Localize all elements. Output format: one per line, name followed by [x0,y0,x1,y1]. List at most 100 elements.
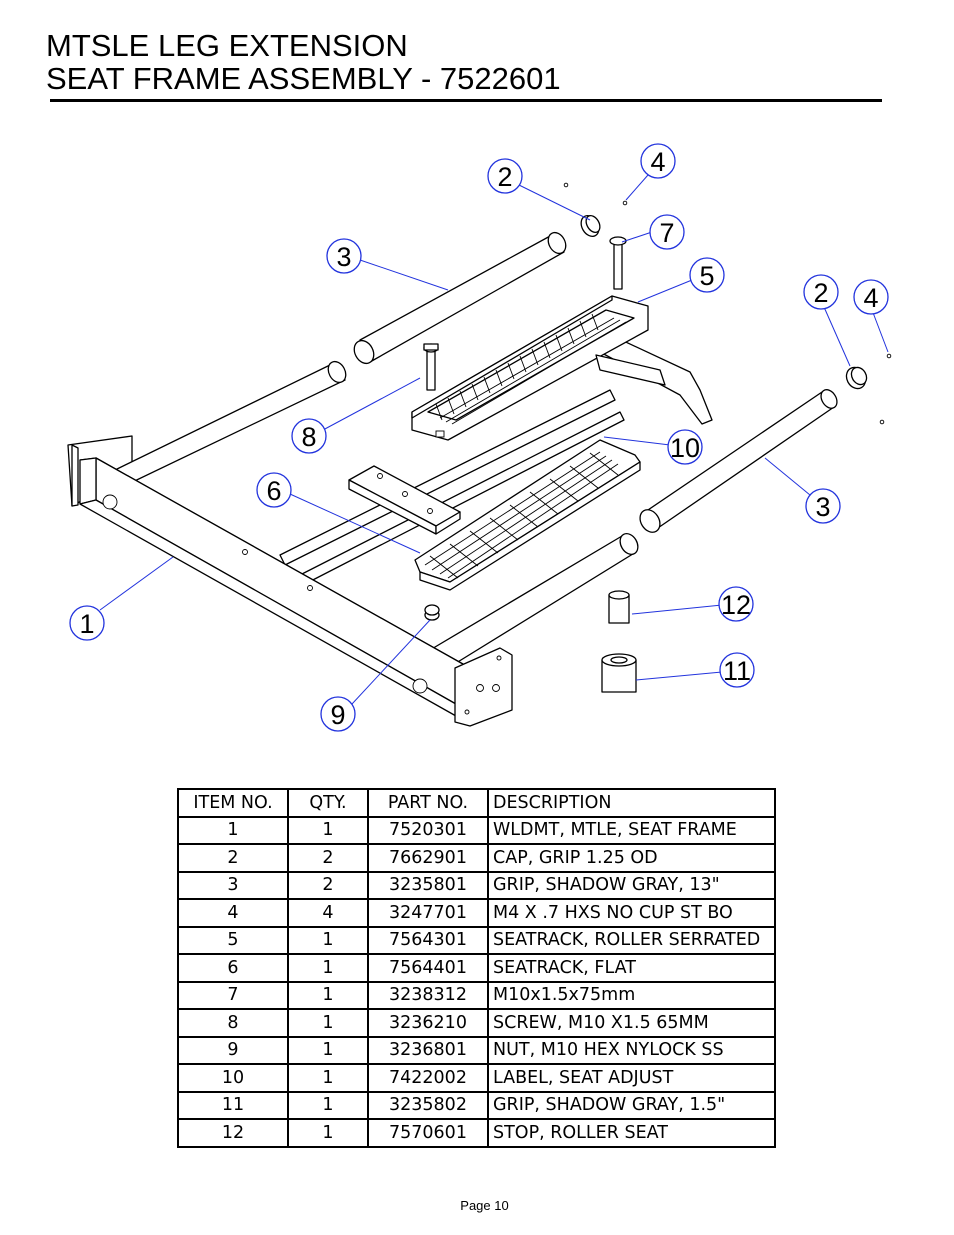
item-no: 5 [177,925,289,955]
part-no: 7570601 [367,1118,489,1148]
qty: 1 [287,1035,369,1065]
callout-4-right: 4 [853,279,889,315]
right-end-plate [454,647,513,727]
item-no: 3 [177,870,289,900]
item-no: 10 [177,1063,289,1093]
description: STOP, ROLLER SEAT [487,1118,776,1148]
description: WLDMT, MTLE, SEAT FRAME [487,815,776,845]
callout-2-right: 2 [803,274,839,310]
item-no: 4 [177,898,289,928]
svg-text:7: 7 [659,218,674,248]
part-no: 3238312 [367,980,489,1010]
col-header-description: DESCRIPTION [487,788,776,818]
grip-right [639,389,838,533]
item-no: 8 [177,1008,289,1038]
description: GRIP, SHADOW GRAY, 1.5" [487,1090,776,1120]
stop-roller-seat [608,590,630,624]
cap-right [845,366,868,390]
part-no: 3235802 [367,1090,489,1120]
description: LABEL, SEAT ADJUST [487,1063,776,1093]
svg-text:4: 4 [650,147,665,177]
item-no: 7 [177,980,289,1010]
item-no: 1 [177,815,289,845]
svg-text:6: 6 [266,476,281,506]
description: SEATRACK, ROLLER SERRATED [487,925,776,955]
main-cross-beam [79,457,471,717]
page-title-line-1: MTSLE LEG EXTENSION [46,28,408,63]
callout-4-left: 4 [640,143,676,179]
qty: 1 [287,925,369,955]
svg-text:2: 2 [813,278,828,308]
qty: 1 [287,1008,369,1038]
title-underline [50,99,882,102]
col-header-qty: QTY. [287,788,369,818]
description: SEATRACK, FLAT [487,953,776,983]
part-no: 7564301 [367,925,489,955]
cap-left [580,214,601,237]
part-no: 7520301 [367,815,489,845]
part-no: 3236801 [367,1035,489,1065]
mount-plate [348,465,461,535]
part-no: 3235801 [367,870,489,900]
qty: 1 [287,815,369,845]
callout-2-left: 2 [487,158,523,194]
item-no: 6 [177,953,289,983]
svg-text:2: 2 [497,162,512,192]
flat-seatrack [414,439,641,591]
svg-text:11: 11 [723,656,751,686]
description: GRIP, SHADOW GRAY, 13" [487,870,776,900]
qty: 2 [287,870,369,900]
svg-text:12: 12 [721,590,751,620]
qty: 4 [287,898,369,928]
callout-7: 7 [649,214,685,250]
col-header-item-no: ITEM NO. [177,788,289,818]
callout-3-left: 3 [326,238,362,274]
qty: 2 [287,843,369,873]
page-number: Page 10 [460,1198,509,1213]
description: CAP, GRIP 1.25 OD [487,843,776,873]
qty: 1 [287,980,369,1010]
qty: 1 [287,1090,369,1120]
part-no: 7564401 [367,953,489,983]
svg-text:3: 3 [815,492,830,522]
grip-1-5 [601,653,637,693]
description: M10x1.5x75mm [487,980,776,1010]
screw-m10-65 [423,343,439,391]
callout-8: 8 [291,418,327,454]
callout-11: 11 [719,652,755,688]
nut-m10 [424,604,440,621]
qty: 1 [287,1118,369,1148]
svg-text:3: 3 [336,242,351,272]
callout-10: 10 [667,429,703,465]
svg-text:9: 9 [330,700,345,730]
callout-6: 6 [256,472,292,508]
leader-lines [99,174,889,705]
upper-cross-tube [595,354,666,386]
callout-3-right: 3 [805,488,841,524]
svg-text:10: 10 [670,433,700,463]
exploded-assembly-drawing: 2 4 7 3 5 2 4 8 10 6 3 12 1 11 9 [67,143,892,732]
callout-12: 12 [718,586,754,622]
table-header-row: ITEM NO. QTY. PART NO. DESCRIPTION [177,788,776,818]
qty: 1 [287,953,369,983]
side-rail [279,389,616,566]
part-no: 7662901 [367,843,489,873]
svg-text:5: 5 [699,261,714,291]
svg-text:8: 8 [301,422,316,452]
col-header-part-no: PART NO. [367,788,489,818]
item-no: 2 [177,843,289,873]
callout-1: 1 [69,605,105,641]
serrated-seatrack [411,295,649,441]
